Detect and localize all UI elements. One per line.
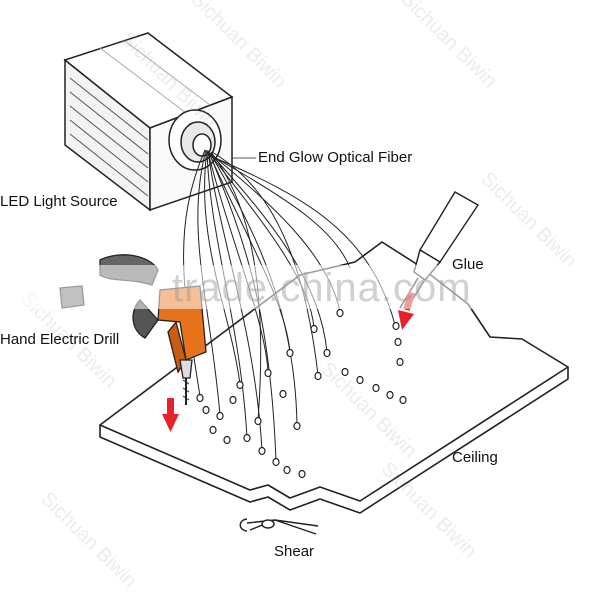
label-glue: Glue	[452, 256, 484, 273]
label-led-light-source: LED Light Source	[0, 193, 118, 210]
fiber-holes	[196, 308, 407, 479]
label-shear: Shear	[274, 543, 315, 560]
svg-text:Sichuan Biwin: Sichuan Biwin	[396, 0, 500, 92]
watermark-band	[0, 265, 600, 309]
label-ceiling: Ceiling	[452, 449, 498, 466]
svg-text:Sichuan Biwin: Sichuan Biwin	[476, 168, 580, 272]
red-arrow-drill	[162, 398, 179, 432]
label-hand-electric-drill: Hand Electric Drill	[0, 331, 120, 348]
label-end-glow-optical-fiber: End Glow Optical Fiber	[258, 149, 413, 166]
shear	[239, 518, 319, 535]
svg-text:Sichuan Biwin: Sichuan Biwin	[36, 488, 140, 592]
led-light-source-box	[63, 32, 234, 212]
watermark-main: trade.china.com	[172, 266, 472, 310]
svg-text:Sichuan Biwin: Sichuan Biwin	[376, 458, 480, 562]
